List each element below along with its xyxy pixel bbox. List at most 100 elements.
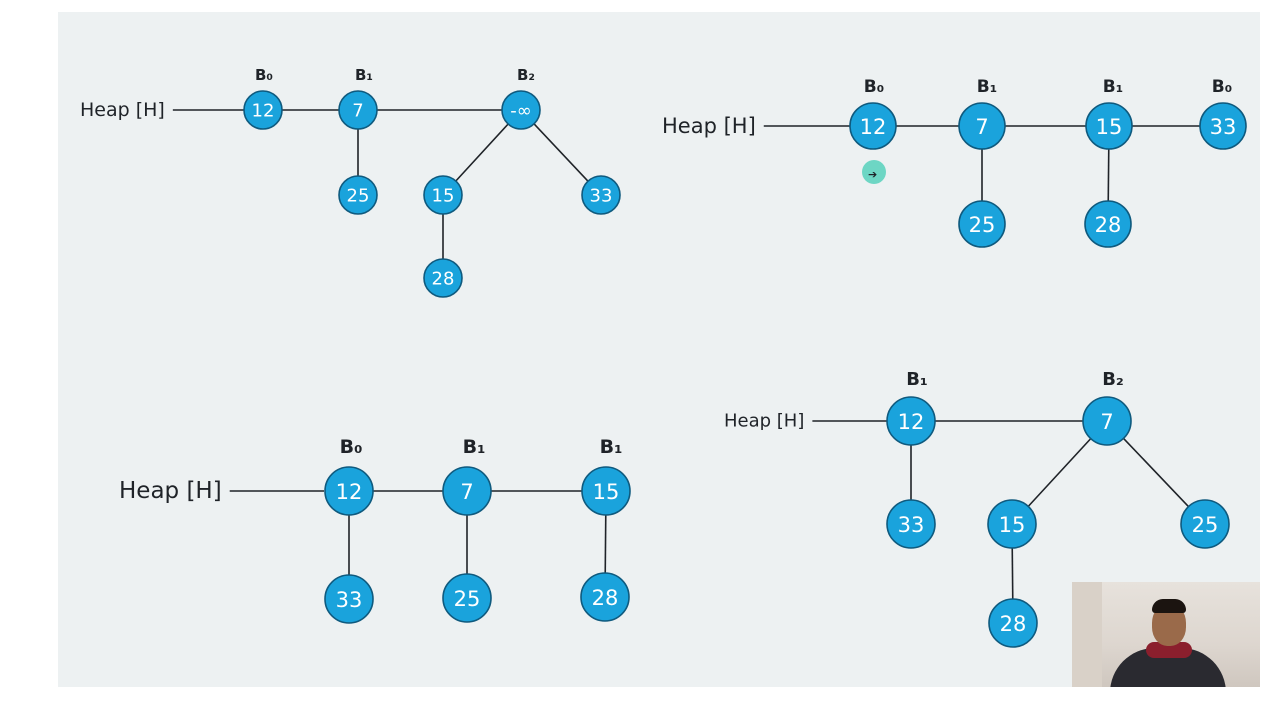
node-key: 25 [969, 213, 996, 237]
node-key: 28 [1000, 612, 1027, 636]
heap-node: 25 [442, 573, 492, 623]
heap-node: 12 [243, 90, 283, 130]
heap-node: 7 [338, 90, 378, 130]
binomial-tree: B₁ 12 33 [886, 369, 936, 549]
heap-label: Heap [H] [119, 478, 222, 504]
tree-order-label: B₁ [355, 66, 373, 84]
heap-node: 28 [988, 598, 1038, 648]
heap-node: 12 [324, 466, 374, 516]
node-circle [581, 175, 621, 215]
heap-node: 25 [958, 200, 1006, 248]
node-circle [886, 396, 936, 446]
node-key: 7 [975, 115, 988, 139]
cursor-highlight [862, 160, 886, 184]
tree-edge [1011, 547, 1014, 600]
tree-order-label: B₁ [906, 369, 928, 390]
heap-node: 28 [580, 572, 630, 622]
node-circle [988, 598, 1038, 648]
heap-node: 15 [987, 499, 1037, 549]
tree-order-label: B₀ [864, 77, 884, 97]
node-key: 33 [590, 186, 613, 207]
heap-node: 7 [442, 466, 492, 516]
node-key: 7 [460, 480, 473, 504]
diagram-top-left: Heap [H] B₀ 12 B₁ 7 25 B₂ -∞ 15 28 33 [80, 66, 621, 298]
node-circle [243, 90, 283, 130]
tree-order-label: B₁ [977, 77, 997, 97]
node-key: 15 [432, 186, 455, 207]
node-circle [324, 574, 374, 624]
node-circle [987, 499, 1037, 549]
heap-node: 28 [423, 258, 463, 298]
tree-edge [1027, 438, 1092, 507]
tree-order-label: B₁ [600, 436, 623, 458]
heap-label: Heap [H] [724, 411, 804, 432]
tree-edge [1107, 148, 1110, 202]
node-circle [1199, 102, 1247, 150]
node-key: 15 [593, 480, 620, 504]
tree-edge [1122, 437, 1190, 508]
heap-node: 12 [886, 396, 936, 446]
node-key: 7 [352, 101, 363, 122]
node-key: 33 [336, 588, 363, 612]
diagram-bottom-right: Heap [H] B₁ 12 33 B₂ 7 15 28 25 [724, 369, 1230, 648]
node-circle [1084, 200, 1132, 248]
binomial-tree: B₁ 7 25 [958, 77, 1006, 248]
heap-label: Heap [H] [80, 99, 165, 121]
tree-order-label: B₂ [517, 66, 535, 84]
heap-node: 33 [581, 175, 621, 215]
node-circle [958, 102, 1006, 150]
heap-node: 33 [886, 499, 936, 549]
binomial-tree: B₂ 7 15 28 25 [987, 369, 1230, 648]
node-circle [1180, 499, 1230, 549]
node-key: 28 [432, 269, 455, 290]
node-key: 25 [347, 186, 370, 207]
node-key: 12 [252, 101, 275, 122]
binomial-tree: B₁ 7 25 [338, 66, 378, 215]
node-circle [324, 466, 374, 516]
heap-node: 25 [338, 175, 378, 215]
heap-node: -∞ [501, 90, 541, 130]
node-circle [849, 102, 897, 150]
node-key: 25 [454, 587, 481, 611]
cursor-arrow-icon: ➔ [868, 168, 878, 181]
node-key: 28 [592, 586, 619, 610]
binomial-tree: B₀ 33 [1199, 77, 1247, 150]
tree-order-label: B₂ [1102, 369, 1124, 390]
heap-node: 25 [1180, 499, 1230, 549]
tree-order-label: B₀ [1212, 77, 1232, 97]
node-key: 7 [1100, 410, 1113, 434]
node-circle [338, 90, 378, 130]
heap-node: 7 [1082, 396, 1132, 446]
node-key: 28 [1095, 213, 1122, 237]
binomial-tree: B₀ 12 33 [324, 436, 374, 624]
tree-order-label: B₁ [1103, 77, 1123, 97]
node-circle [442, 466, 492, 516]
presenter-webcam [1072, 582, 1260, 687]
tree-order-label: B₀ [255, 66, 273, 84]
node-circle [1085, 102, 1133, 150]
node-key: 12 [336, 480, 363, 504]
node-key: 15 [1096, 115, 1123, 139]
binomial-tree: B₀ 12 [849, 77, 897, 150]
node-circle [423, 258, 463, 298]
node-circle [1082, 396, 1132, 446]
node-circle [886, 499, 936, 549]
binomial-tree: B₁ 15 28 [1084, 77, 1133, 248]
node-circle [501, 90, 541, 130]
heap-node: 33 [324, 574, 374, 624]
node-key: -∞ [510, 101, 532, 122]
node-circle [581, 466, 631, 516]
tree-order-label: B₀ [340, 436, 363, 458]
node-key: 33 [1210, 115, 1237, 139]
node-key: 12 [860, 115, 887, 139]
tree-edge [455, 123, 509, 182]
node-key: 25 [1192, 513, 1219, 537]
heap-node: 28 [1084, 200, 1132, 248]
heap-node: 7 [958, 102, 1006, 150]
node-circle [338, 175, 378, 215]
binomial-tree: B₀ 12 [243, 66, 283, 130]
node-circle [442, 573, 492, 623]
